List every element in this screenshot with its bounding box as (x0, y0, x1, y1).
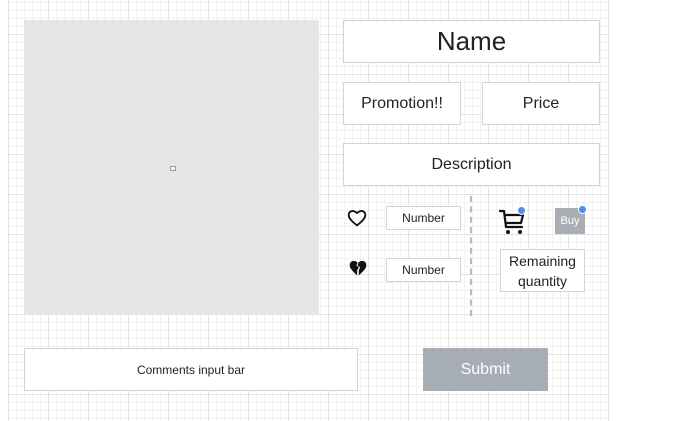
section-divider (470, 196, 472, 316)
product-description: Description (343, 143, 600, 186)
broken-heart-icon[interactable] (347, 259, 369, 277)
buy-badge (578, 205, 587, 214)
heart-icon[interactable] (347, 209, 367, 227)
price-label: Price (482, 82, 600, 125)
shopping-cart-icon[interactable] (498, 206, 528, 236)
promotion-label: Promotion!! (343, 82, 461, 125)
product-name: Name (343, 20, 600, 63)
submit-button[interactable]: Submit (423, 348, 548, 391)
dislike-count: Number (386, 258, 461, 282)
remaining-quantity: Remaining quantity (500, 249, 585, 292)
image-placeholder-icon (170, 166, 176, 171)
like-count: Number (386, 206, 461, 230)
comments-input[interactable]: Comments input bar (24, 348, 358, 391)
cart-badge (517, 206, 526, 215)
product-image-placeholder (24, 20, 319, 315)
